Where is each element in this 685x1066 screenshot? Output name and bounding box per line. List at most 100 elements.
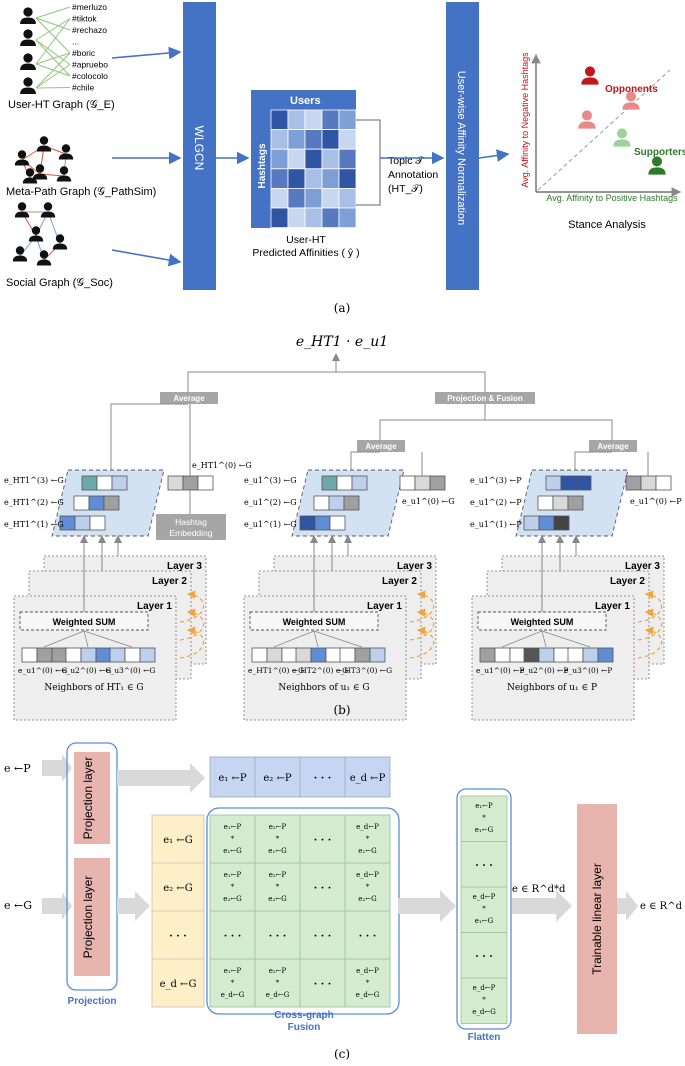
user-head [23,29,33,39]
user-hashtag-edge [35,17,71,54]
arrow-grid-to-flatten [398,890,456,922]
supporters-label: Supporters [634,147,685,158]
matrix-cell [304,187,323,209]
embedding-cell [369,647,386,663]
matrix-cell [287,109,306,131]
hashtag-label: #colocolo [72,71,108,81]
grid-cell-text: e₁←P [224,823,242,831]
user-head [39,136,49,145]
embedding-cell [314,515,331,531]
embedding-cell [299,515,316,531]
user-hashtag-edge [35,87,71,89]
embedding-cell [139,647,156,663]
matrix-cell [321,168,340,189]
embedding-cell [582,647,599,663]
embedding-cell [494,647,511,663]
hashtag-embedding-label-1: Hashtag [175,517,207,527]
grid-ellipsis: · · · [314,931,331,942]
matrix-users-label: Users [290,95,321,107]
embedding-cell [65,647,82,663]
stance-y-label: Avg. Affinity to Negative Hashtags [520,52,530,188]
embedding-cell [553,647,570,663]
average-box-right [589,440,637,452]
user-head [581,110,593,121]
neighbor-embedding [251,647,298,663]
embedding-cell [329,515,346,531]
layer-label: Layer 2 [152,576,187,587]
supporter-user-icon [613,128,631,147]
embedding-cell [124,647,141,663]
user-body [581,77,599,85]
arrow-flatten-to-linear [512,890,572,922]
trainable-linear-layer [577,804,617,1034]
user-icon [20,7,36,25]
embedding-cell [88,495,105,511]
flatten-caption: Flatten [468,1032,501,1043]
user-icon [32,164,48,180]
grid-cell-text: e₁←P [224,871,242,879]
matrix-hashtags-label: Hashtags [257,143,268,188]
matrix-cell [338,168,357,189]
neighbor-embedding [479,647,526,663]
matrix-cell [287,129,306,150]
flatten-ellipsis: · · · [475,952,492,963]
neighbor-label: e_HT3^(0) ←G [336,666,392,675]
neighbor-embedding [523,647,570,663]
grid-cell-text: e₂←G [223,895,242,903]
neighbor-label: e_u1^(0) ←P [476,666,524,675]
hashtag-embedding-box [156,514,226,540]
matrix-cell [287,187,306,209]
topic-bracket [356,119,381,206]
flatten-cell-text: e₁←G [475,917,494,925]
grid-ellipsis: · · · [269,931,286,942]
average-left-label: Average [173,394,205,403]
user-head [584,66,596,77]
neighbor-to-sum-line [273,630,315,648]
matrix-cell [270,109,289,131]
embedding-cell [109,647,126,663]
recursive-layer-arrow [409,608,435,641]
layer-label: Layer 1 [137,601,172,612]
user-ht-graph-label: User-HT Graph (𝒢_E) [8,99,115,111]
user-head [39,250,49,259]
embedding-cell [560,475,577,491]
average-right-label: Average [597,442,629,451]
grid-cell-text: e_d←P [356,871,379,879]
grid-cell-text: e₁←G [223,847,242,855]
matrix-cell [321,187,340,209]
top-formula: e_HT1 · e_u1 [296,334,388,350]
user-hashtag-edge [35,18,71,65]
grid-ellipsis: · · · [359,931,376,942]
weighted-sum-box [249,611,379,631]
user-icon [12,246,28,262]
panel-c-caption: (c) [334,1047,350,1061]
cross-graph-caption-2: Fusion [288,1022,321,1033]
recursive-layer-arrow [409,590,435,623]
weighted-sum-box [477,611,607,631]
projection-fusion-box [435,392,535,404]
neighbors-footer: Neighbors of u₁ ∈ P [507,683,597,693]
average-box-left [160,392,218,404]
embedding-cell [545,475,562,491]
grid-cell-text: e₂←P [269,967,287,975]
opponent-user-icon [581,66,599,85]
neighbor-to-sum-line [541,630,547,648]
neighbor-label: e_u2^(0) ←G [62,666,111,675]
grid-cell-text: * [276,883,280,891]
flatten-cell-text: e₁←P [475,802,493,810]
user-ht-graph: #merluzo#tiktok#rechazo...#boric#apruebo… [20,2,108,95]
topic-line3: (HT_𝒯) [388,183,423,195]
embedding-cell [538,515,555,531]
grid-ellipsis: · · · [314,979,331,990]
embedding-cell [399,475,416,491]
embedding-cell [339,647,356,663]
cross-graph-grid: e₁←P*e₁←Ge₂←P*e₁←G· · ·e_d←P*e₁←Ge₁←P*e₂… [206,807,400,1015]
matrix-cell [338,129,357,150]
stance-x-label: Avg. Affinity to Positive Hashtags [546,193,678,203]
layer-label: Layer 2 [382,576,417,587]
flatten-cell-text: e_d←P [473,893,496,901]
neighbor-to-sum-line [313,630,363,648]
user-icon [28,226,44,242]
matrix-cell [338,207,357,229]
